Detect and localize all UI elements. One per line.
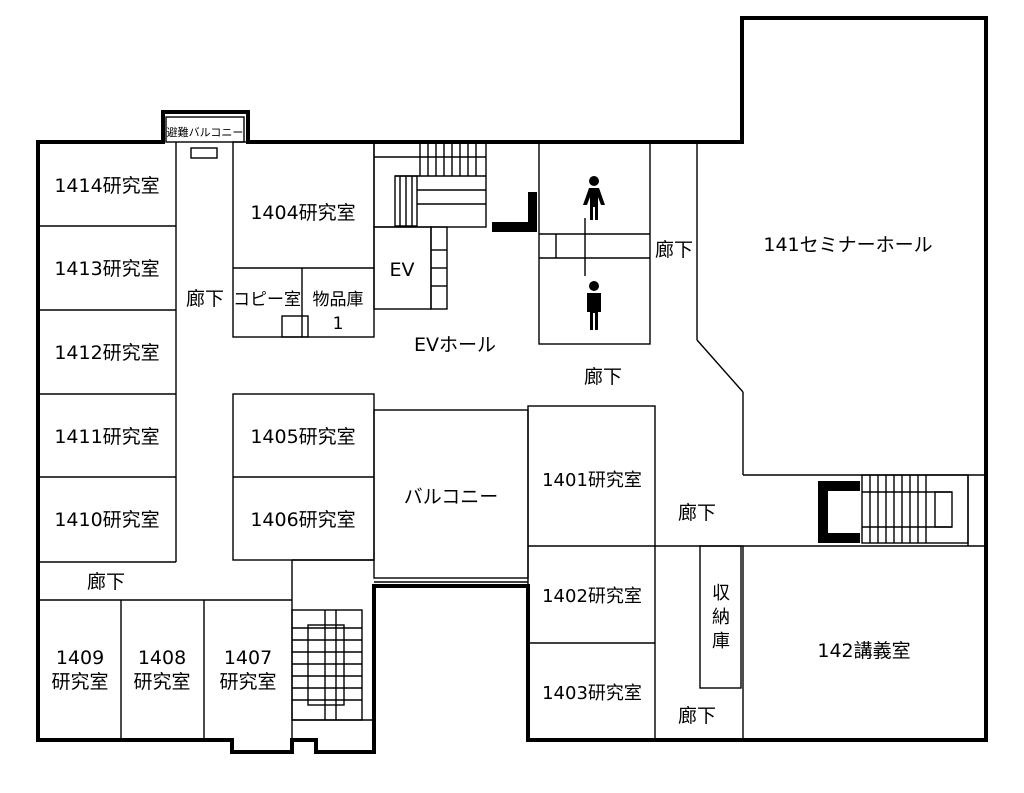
room-1407-name: 研究室 <box>219 671 276 693</box>
stair-treads-top <box>399 142 477 226</box>
closet-label-2: 納 <box>712 607 730 628</box>
room-1404-label: 1404研究室 <box>250 202 355 224</box>
room-1410-label: 1410研究室 <box>54 509 159 531</box>
male-restroom-icon <box>587 281 601 330</box>
storage-number: 1 <box>333 314 344 334</box>
corridor-bottom-right-label: 廊下 <box>678 705 716 727</box>
room-1401-label: 1401研究室 <box>542 470 642 491</box>
corridor-lower-left-label: 廊下 <box>87 571 125 593</box>
room-1408-number: 1408 <box>138 647 186 669</box>
corridor-left-label: 廊下 <box>186 288 224 310</box>
evacuation-balcony <box>165 116 245 159</box>
lecture-block <box>699 545 744 740</box>
balcony-label: バルコニー <box>404 486 499 508</box>
copy-room-label: コピー室 <box>233 290 301 310</box>
wall-segment-c <box>818 481 860 543</box>
room-1414-label: 1414研究室 <box>54 175 159 197</box>
seminar-hall-label: 141セミナーホール <box>763 234 932 256</box>
corridor-wc-label: 廊下 <box>655 239 693 261</box>
evac-balcony-label: 避難バルコニー <box>167 125 244 139</box>
left-rooms <box>38 142 292 740</box>
elevator <box>373 226 448 310</box>
corridor-right-label: 廊下 <box>678 502 716 524</box>
room-1409-name: 研究室 <box>51 671 108 693</box>
room-1413-label: 1413研究室 <box>54 258 159 280</box>
closet-label-1: 収 <box>712 583 730 604</box>
storage-label: 物品庫 <box>313 290 364 310</box>
labels: 1414研究室 1413研究室 1412研究室 1411研究室 1410研究室 … <box>51 125 932 727</box>
ev-hall-label: EVホール <box>414 334 496 356</box>
lecture-room-label: 142講義室 <box>817 640 910 662</box>
wall-segment <box>492 192 537 232</box>
restrooms <box>538 141 651 345</box>
room-1409-number: 1409 <box>56 647 104 669</box>
room-1412-label: 1412研究室 <box>54 342 159 364</box>
room-1405-label: 1405研究室 <box>250 426 355 448</box>
stair-treads-right <box>869 475 927 543</box>
room-1403-label: 1403研究室 <box>542 683 642 704</box>
room-1402-label: 1402研究室 <box>542 586 642 607</box>
room-1411-label: 1411研究室 <box>54 426 159 448</box>
room-1407-number: 1407 <box>224 647 272 669</box>
female-restroom-icon <box>583 176 605 220</box>
staircase-top <box>373 141 487 228</box>
seminar-hall-walls <box>696 142 986 476</box>
ev-label: EV <box>389 259 414 281</box>
room-1406-label: 1406研究室 <box>250 509 355 531</box>
middle-rooms <box>232 393 656 741</box>
room-1408-name: 研究室 <box>133 671 190 693</box>
corridor-center-label: 廊下 <box>584 366 622 388</box>
closet-label-3: 庫 <box>712 631 730 652</box>
staircase-bottom <box>291 559 374 740</box>
